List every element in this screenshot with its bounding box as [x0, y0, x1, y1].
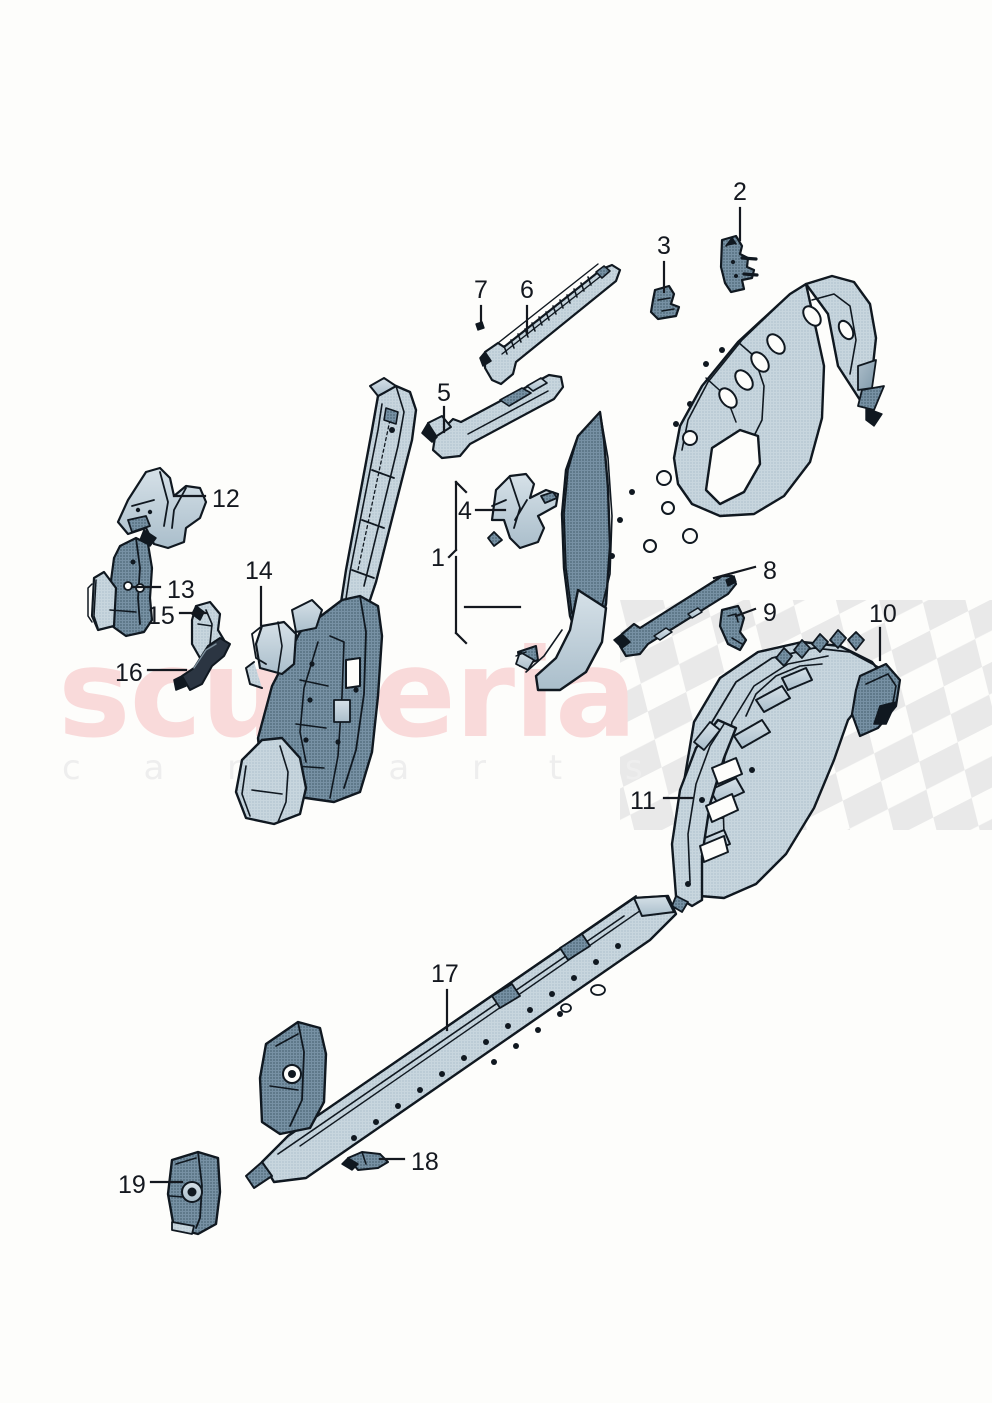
part-16-hook-bracket [173, 637, 231, 691]
part-19-end-cap [166, 1150, 222, 1236]
part-12-hinge-bracket [116, 466, 208, 550]
callout-label-16: 16 [115, 659, 143, 687]
callout-label-18: 18 [411, 1148, 439, 1176]
part-5-stiffener [421, 373, 565, 460]
part-2-bracket [719, 234, 759, 294]
part-3-wedge [649, 284, 681, 321]
callout-label-14: 14 [245, 557, 273, 585]
callout-label-5: 5 [437, 379, 451, 407]
callout-label-17: 17 [431, 960, 459, 988]
part-6-rail [479, 263, 622, 386]
callout-label-15: 15 [147, 602, 175, 630]
callout-label-13: 13 [167, 576, 195, 604]
part-18-clip [341, 1151, 389, 1171]
callout-label-10: 10 [869, 600, 897, 628]
callout-label-4: 4 [458, 497, 472, 525]
callout-label-7: 7 [474, 276, 488, 304]
part-4-fork [487, 472, 560, 550]
callout-label-8: 8 [763, 557, 777, 585]
callout-label-11: 11 [630, 787, 656, 815]
part-7-clip [475, 321, 485, 331]
callout-label-12: 12 [212, 485, 240, 513]
callout-label-19: 19 [118, 1171, 146, 1199]
part-11-wheel-arch-inner [670, 718, 743, 913]
callout-label-2: 2 [733, 178, 747, 206]
part-14-a-pillar [234, 377, 418, 826]
callout-label-3: 3 [657, 232, 671, 260]
part-9-fin [718, 604, 748, 652]
part-1-body-side-panel [515, 274, 885, 692]
callout-label-9: 9 [763, 599, 777, 627]
part-8-trim-rail [613, 574, 738, 658]
callout-label-1: 1 [431, 544, 445, 572]
callout-label-6: 6 [520, 276, 534, 304]
part-13-reinforcement-plate [87, 536, 154, 638]
part-17-rocker-sill [245, 894, 678, 1189]
